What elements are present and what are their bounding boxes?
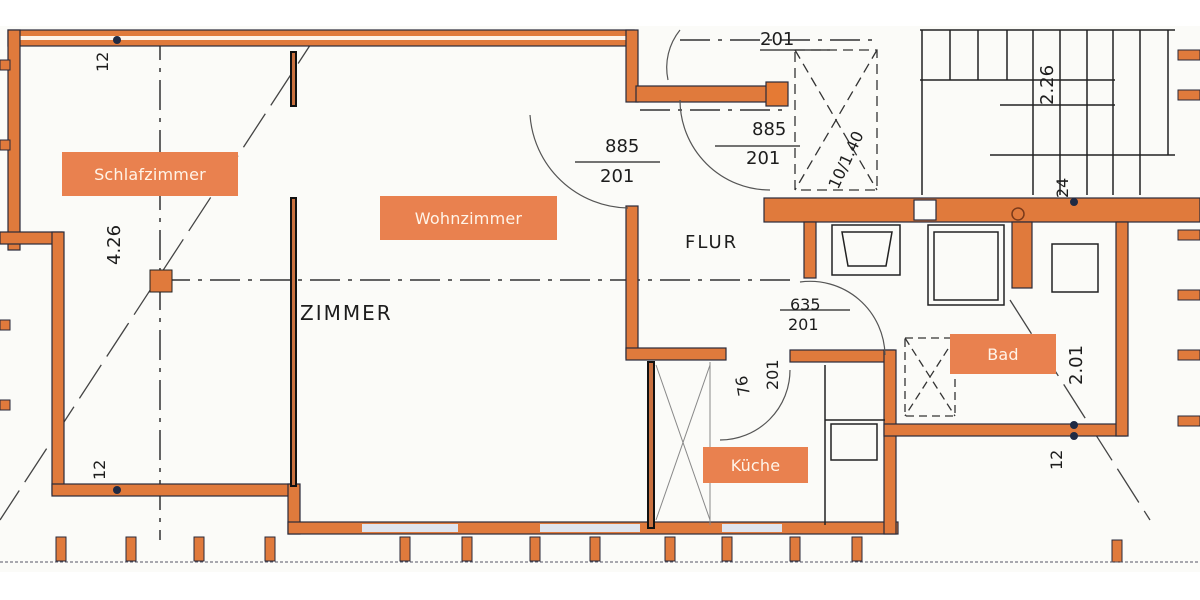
door2-height: 201 bbox=[746, 148, 780, 169]
bottom-left-dim: 12 bbox=[90, 460, 109, 480]
bad-door-width: 635 bbox=[790, 295, 821, 314]
stairs bbox=[920, 29, 1175, 195]
bad-height-dim: 2.01 bbox=[1066, 345, 1087, 385]
room-label-schlafzimmer: Schlafzimmer bbox=[62, 152, 238, 196]
room-label-wohnzimmer: Wohnzimmer bbox=[380, 196, 557, 240]
height-dim: 4.26 bbox=[104, 225, 125, 265]
stair-226-dim: 2.26 bbox=[1037, 65, 1058, 105]
bath-fixtures bbox=[831, 224, 1099, 306]
stair-landing bbox=[794, 49, 878, 191]
top-dim: 201 bbox=[760, 29, 794, 50]
kueche-door-width: 76 bbox=[732, 374, 754, 397]
room-label-kueche: Küche bbox=[703, 447, 808, 483]
door2-width: 885 bbox=[752, 119, 786, 140]
dimension-dots bbox=[113, 36, 1078, 494]
window-sills bbox=[0, 49, 1200, 563]
shower bbox=[904, 337, 956, 417]
bad-door-height: 201 bbox=[788, 315, 819, 334]
kitchen-fixtures bbox=[824, 365, 885, 525]
zimmer-text: ZIMMER bbox=[300, 301, 393, 325]
paper-background bbox=[0, 26, 1200, 572]
room-label-bad: Bad bbox=[950, 334, 1056, 374]
bad-12-dim: 12 bbox=[1047, 450, 1066, 470]
wall-24-dim: 24 bbox=[1053, 178, 1072, 198]
kueche-door-height: 201 bbox=[763, 359, 782, 390]
kitchen-cross bbox=[655, 362, 711, 525]
door1-height: 201 bbox=[600, 166, 634, 187]
flur-text: FLUR bbox=[685, 232, 738, 253]
handwritten-annotations: ZIMMER FLUR 885 201 885 201 201 635 201 … bbox=[90, 29, 1087, 480]
partitions bbox=[290, 51, 655, 529]
door-arcs bbox=[529, 29, 886, 441]
door1-width: 885 bbox=[605, 136, 639, 157]
top-left-dim: 12 bbox=[93, 52, 112, 72]
